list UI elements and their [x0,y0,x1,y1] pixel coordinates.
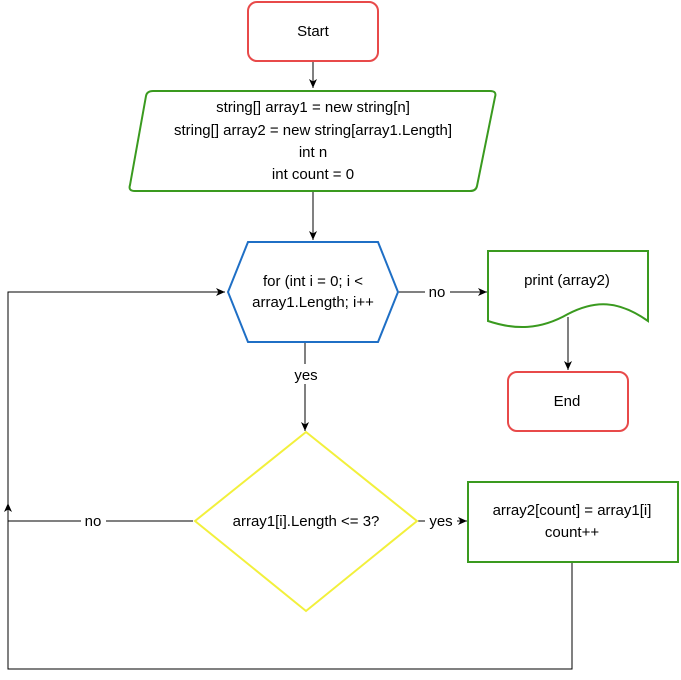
condition-node: array1[i].Length <= 3? [193,430,419,613]
edge-condition-no-to-loop [7,288,225,522]
edge-label-loop-no: no [429,284,446,301]
edge-labels: no yes yes no [81,283,457,530]
declarations-node: string[] array1 = new string[n] string[]… [128,90,497,192]
declarations-line-3: int n [299,144,327,161]
edge-label-loop-yes: yes [294,367,317,384]
assign-node: array2[count] = array1[i] count++ [467,481,679,563]
start-label: Start [297,23,330,40]
declarations-line-1: string[] array1 = new string[n] [216,99,410,116]
assign-line-1: array2[count] = array1[i] [493,502,652,519]
print-node: print (array2) [487,250,649,329]
assign-line-2: count++ [545,524,599,541]
edge-label-condition-yes: yes [429,513,452,530]
for-loop-line-1: for (int i = 0; i < [263,273,363,290]
condition-label: array1[i].Length <= 3? [233,513,380,530]
declarations-line-2: string[] array2 = new string[array1.Leng… [174,122,452,139]
end-node: End [507,371,629,432]
for-loop-line-2: array1.Length; i++ [252,294,374,311]
edge-assign-back-to-loop [3,503,573,670]
declarations-line-4: int count = 0 [272,166,354,183]
for-loop-node: for (int i = 0; i < array1.Length; i++ [226,241,400,343]
print-label: print (array2) [524,272,610,289]
end-label: End [554,393,581,410]
start-node: Start [247,1,379,62]
edge-label-condition-no: no [85,513,102,530]
